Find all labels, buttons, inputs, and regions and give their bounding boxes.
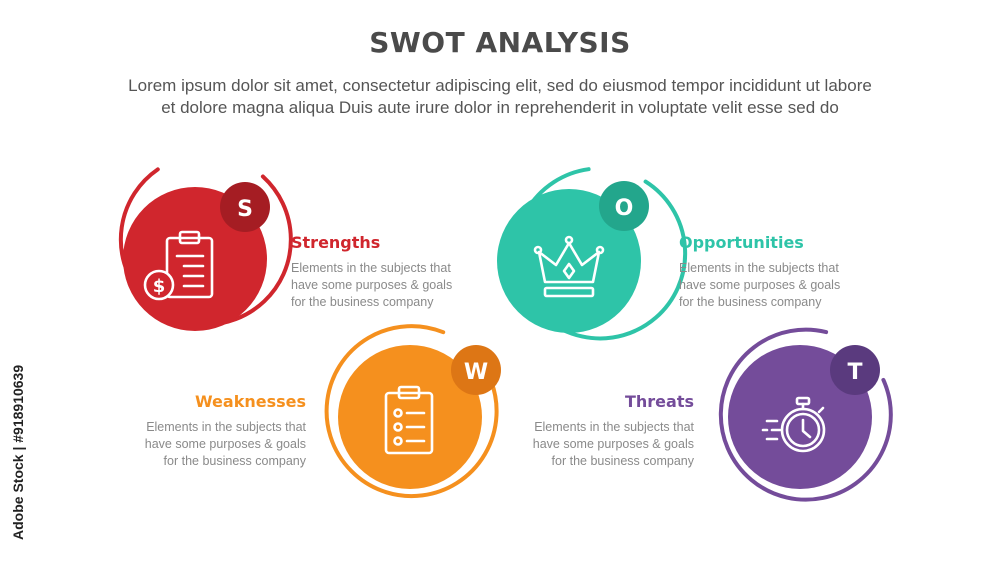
threats-letter: T	[847, 360, 862, 385]
subtitle-line-1: Lorem ipsum dolor sit amet, consectetur …	[128, 76, 872, 95]
opportunities-title: Opportunities	[679, 233, 804, 252]
clipboard-dollar-icon: $	[143, 230, 214, 301]
stopwatch-icon	[761, 396, 826, 453]
strengths-block: Strengths Elements in the subjects that …	[291, 233, 452, 311]
opportunities-circle: O	[497, 167, 688, 341]
svg-text:$: $	[153, 276, 166, 297]
weaknesses-block: Weaknesses Elements in the subjects that…	[110, 392, 306, 470]
weaknesses-letter: W	[464, 360, 488, 385]
threats-circle: T	[718, 327, 893, 502]
subtitle-line-2: et dolore magna aliqua Duis aute irure d…	[161, 98, 839, 117]
crown-icon	[533, 235, 605, 298]
opportunities-letter: O	[615, 196, 634, 221]
weaknesses-title: Weaknesses	[194, 392, 306, 411]
strengths-circle: S $	[118, 167, 293, 331]
strengths-letter: S	[237, 197, 253, 222]
strengths-title: Strengths	[291, 233, 381, 252]
checklist-clipboard-icon	[384, 385, 434, 455]
page-subtitle: Lorem ipsum dolor sit amet, consectetur …	[40, 75, 960, 119]
threats-block: Threats Elements in the subjects that ha…	[498, 392, 694, 470]
strengths-description: Elements in the subjects that have some …	[291, 261, 453, 309]
opportunities-description: Elements in the subjects that have some …	[679, 261, 841, 309]
weaknesses-circle: W	[324, 324, 501, 499]
page-title: SWOT ANALYSIS	[369, 26, 631, 59]
weaknesses-description: Elements in the subjects that have some …	[144, 420, 306, 468]
threats-description: Elements in the subjects that have some …	[532, 420, 694, 468]
opportunities-block: Opportunities Elements in the subjects t…	[679, 233, 840, 311]
threats-title: Threats	[624, 392, 694, 411]
